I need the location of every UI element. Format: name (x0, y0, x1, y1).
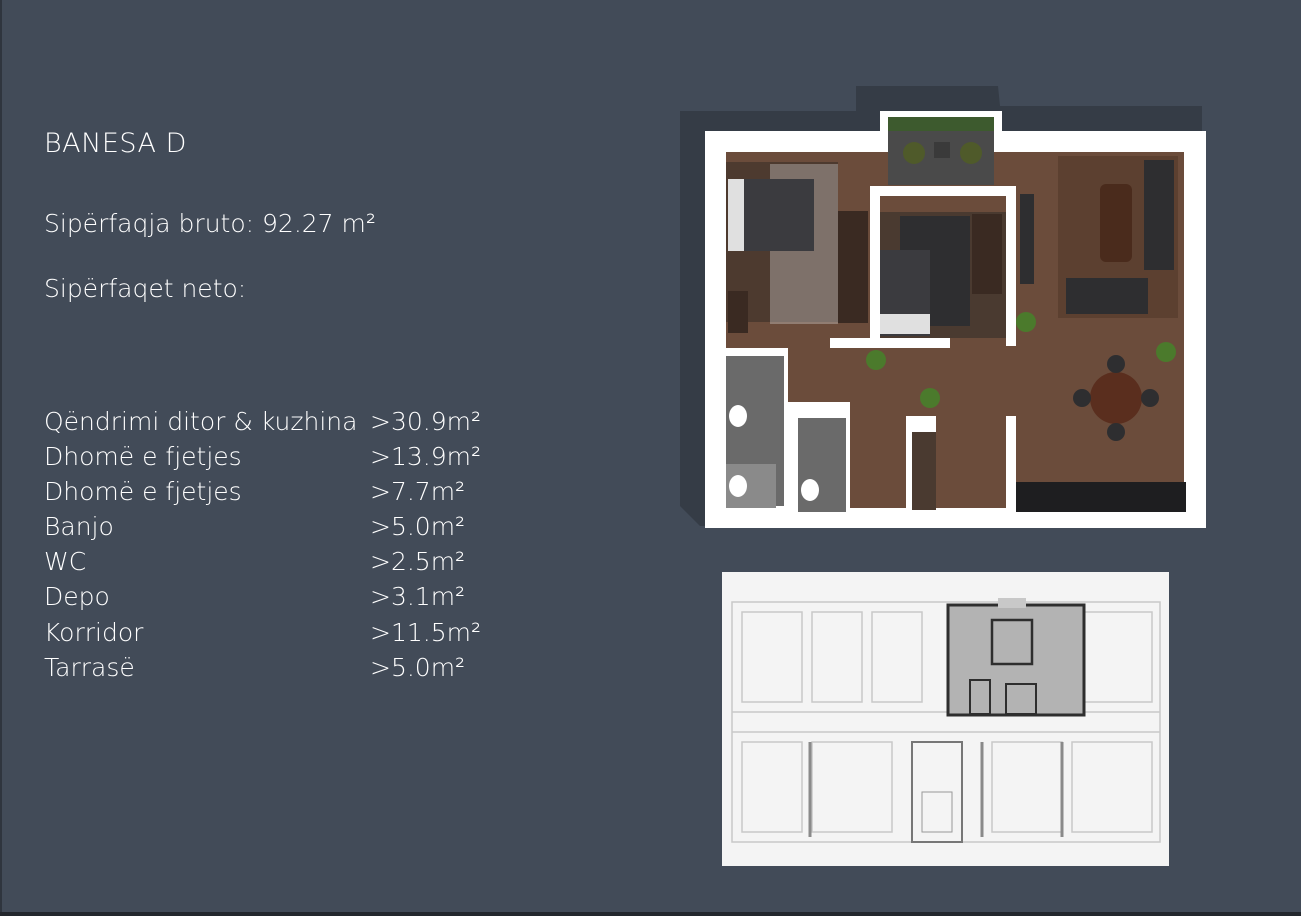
room-row: Depo >3.1m² (44, 579, 504, 614)
room-row: Dhomë e fjetjes >7.7m² (44, 474, 504, 509)
room-row: Dhomë e fjetjes >13.9m² (44, 439, 504, 474)
room-row: Tarrasë >5.0m² (44, 650, 504, 685)
bottom-edge (0, 912, 1301, 916)
room-row: Korridor >11.5m² (44, 615, 504, 650)
room-name: Dhomë e fjetjes (44, 477, 242, 507)
room-area: >5.0m² (370, 512, 466, 542)
room-area-list: Qëndrimi ditor & kuzhina >30.9m² Dhomë e … (44, 404, 504, 685)
room-row: Qëndrimi ditor & kuzhina >30.9m² (44, 404, 504, 439)
room-name: Banjo (44, 512, 114, 542)
net-area-heading: Sipërfaqet neto: (44, 274, 247, 303)
room-name: Depo (44, 582, 110, 612)
room-area: >7.7m² (370, 477, 466, 507)
room-area: >2.5m² (370, 547, 466, 577)
room-name: WC (44, 547, 87, 577)
room-row: Banjo >5.0m² (44, 509, 504, 544)
room-name: Korridor (44, 617, 144, 647)
room-name: Tarrasë (44, 652, 135, 682)
room-area: >30.9m² (370, 407, 481, 436)
apartment-title: BANESA D (44, 128, 187, 159)
floor-plan-render (680, 86, 1206, 528)
room-row: WC >2.5m² (44, 544, 504, 579)
room-area: >13.9m² (370, 442, 481, 472)
room-name: Qëndrimi ditor & kuzhina (44, 407, 358, 436)
room-area: >3.1m² (370, 582, 466, 612)
room-area: >5.0m² (370, 652, 466, 682)
left-edge (0, 0, 2, 916)
room-name: Dhomë e fjetjes (44, 442, 242, 472)
room-area: >11.5m² (370, 617, 481, 647)
gross-area: Sipërfaqja bruto: 92.27 m² (44, 209, 376, 238)
floor-key-plan (722, 572, 1169, 866)
